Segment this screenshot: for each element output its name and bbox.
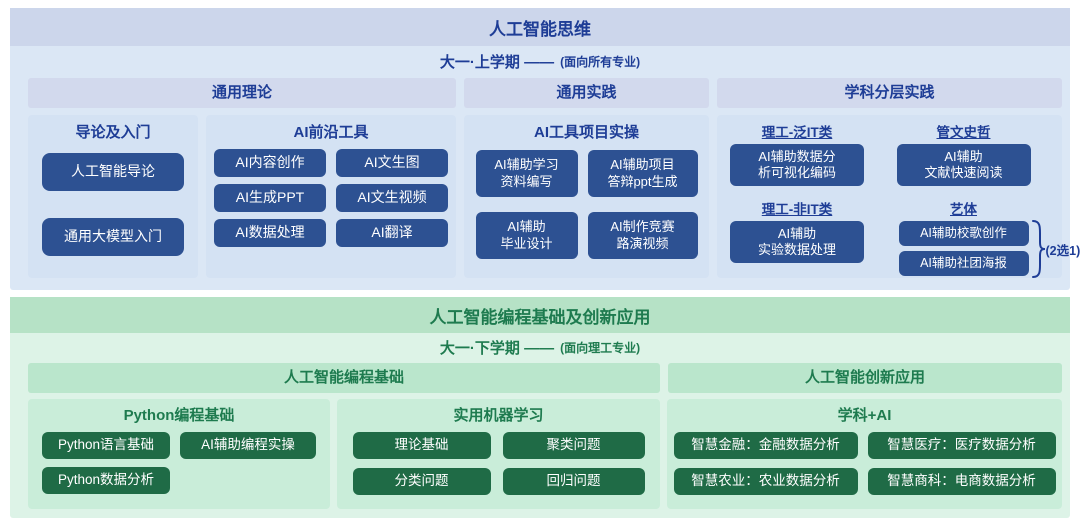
- group-label: 管文史哲: [936, 125, 991, 140]
- course-button: 智慧农业：农业数据分析: [673, 468, 858, 495]
- panel-title: AI工具项目实操: [533, 124, 639, 141]
- panel-python-basics: Python编程基础 Python语言基础 AI辅助编程实操 Python数据分…: [28, 399, 330, 509]
- audience-label: (面向理工专业): [560, 340, 641, 355]
- group-label: 理工-非IT类: [761, 202, 833, 217]
- column-header-general-practice: 通用实践: [464, 78, 709, 108]
- course-button: AI辅助项目 答辩ppt生成: [587, 150, 698, 197]
- column-headers: 人工智能编程基础 人工智能创新应用: [10, 361, 1070, 393]
- panel-intro: 导论及入门 人工智能导论 通用大模型入门: [28, 115, 198, 278]
- course-button: AI辅助编程实操: [180, 432, 316, 459]
- column-headers: 通用理论 通用实践 学科分层实践: [10, 76, 1070, 108]
- course-button: 理论基础: [352, 432, 491, 459]
- subject-grid: 智慧金融：金融数据分析 智慧医疗：医疗数据分析 智慧农业：农业数据分析 智慧商科…: [667, 432, 1062, 495]
- panels-row: Python编程基础 Python语言基础 AI辅助编程实操 Python数据分…: [10, 393, 1070, 509]
- audience-label: (面向所有专业): [560, 54, 641, 69]
- panel-title: Python编程基础: [123, 407, 235, 424]
- panel-project-practice: AI工具项目实操 AI辅助学习 资料编写 AI辅助项目 答辩ppt生成 AI辅助…: [464, 115, 709, 278]
- section-title-bar: 人工智能编程基础及创新应用: [10, 297, 1070, 333]
- course-button: 通用大模型入门: [42, 218, 184, 256]
- course-button: AI翻译: [336, 219, 448, 247]
- section-title: 人工智能编程基础及创新应用: [429, 307, 651, 327]
- panel-subject-plus-ai: 学科+AI 智慧金融：金融数据分析 智慧医疗：医疗数据分析 智慧农业：农业数据分…: [667, 399, 1062, 509]
- course-button: AI辅助学习 资料编写: [475, 150, 578, 197]
- course-button: AI文生图: [336, 149, 448, 177]
- section-ai-thinking: 人工智能思维 大一·上学期 —— (面向所有专业) 通用理论 通用实践 学科分层…: [10, 8, 1080, 290]
- group-label: 艺体: [950, 202, 977, 217]
- course-button: Python数据分析: [42, 467, 170, 494]
- semester-line: 大一·下学期 —— (面向理工专业): [10, 333, 1070, 361]
- section-title: 人工智能思维: [489, 19, 591, 39]
- course-button: AI辅助校歌创作: [898, 221, 1029, 246]
- group-stem-non-it: 理工-非IT类 AI辅助 实验数据处理: [723, 198, 871, 276]
- panel-frontier-tools: AI前沿工具 AI内容创作 AI文生图 AI生成PPT AI文生视频 AI数据处…: [206, 115, 456, 278]
- course-button: AI辅助 毕业设计: [475, 212, 578, 259]
- arts-options: AI辅助校歌创作 AI辅助社团海报 (2选1): [898, 220, 1080, 278]
- arts-buttons: AI辅助校歌创作 AI辅助社团海报: [898, 221, 1029, 276]
- panel-title: 实用机器学习: [453, 407, 544, 424]
- semester-label: 大一·上学期 ——: [439, 53, 555, 71]
- column-header-layered-practice: 学科分层实践: [717, 78, 1062, 108]
- brace-icon: [1031, 220, 1045, 278]
- course-button: AI数据处理: [214, 219, 326, 247]
- course-button: 智慧医疗：医疗数据分析: [867, 432, 1056, 459]
- course-button: AI制作竞赛 路演视频: [587, 212, 698, 259]
- course-button: AI辅助社团海报: [898, 251, 1029, 276]
- section-title-bar: 人工智能思维: [10, 8, 1070, 46]
- course-button: Python语言基础: [42, 432, 170, 459]
- practice-grid: AI辅助学习 资料编写 AI辅助项目 答辩ppt生成 AI辅助 毕业设计 AI制…: [464, 150, 709, 259]
- semester-label: 大一·下学期 ——: [439, 339, 555, 357]
- group-stem-pan-it: 理工-泛IT类 AI辅助数据分 析可视化编码: [723, 121, 871, 186]
- course-button: 人工智能导论: [42, 153, 184, 191]
- python-grid: Python语言基础 AI辅助编程实操 Python数据分析: [28, 432, 330, 494]
- panel-title: 导论及入门: [75, 124, 151, 141]
- column-header-programming-basics: 人工智能编程基础: [28, 363, 660, 393]
- tools-grid: AI内容创作 AI文生图 AI生成PPT AI文生视频 AI数据处理 AI翻译: [206, 149, 456, 247]
- course-button: AI辅助 文献快速阅读: [896, 144, 1031, 186]
- column-header-innovative-apps: 人工智能创新应用: [668, 363, 1062, 393]
- layered-grid: 理工-泛IT类 AI辅助数据分 析可视化编码 管文史哲 AI辅助 文献快速阅读 …: [723, 121, 1080, 278]
- panel-title: 学科+AI: [837, 407, 892, 424]
- course-button: 智慧金融：金融数据分析: [673, 432, 858, 459]
- course-button: 智慧商科：电商数据分析: [867, 468, 1056, 495]
- panel-machine-learning: 实用机器学习 理论基础 聚类问题 分类问题 回归问题: [337, 399, 660, 509]
- course-button: AI辅助 实验数据处理: [730, 221, 864, 263]
- course-button: AI文生视频: [336, 184, 448, 212]
- column-header-general-theory: 通用理论: [28, 78, 456, 108]
- choice-note: (2选1): [1045, 244, 1080, 258]
- course-button: 聚类问题: [502, 432, 645, 459]
- course-button: 回归问题: [502, 468, 645, 495]
- panels-row: 导论及入门 人工智能导论 通用大模型入门 AI前沿工具 AI内容创作 AI文生图…: [10, 108, 1080, 278]
- course-button: AI辅助数据分 析可视化编码: [730, 144, 864, 186]
- course-button: 分类问题: [352, 468, 491, 495]
- group-label: 理工-泛IT类: [761, 125, 833, 140]
- group-humanities: 管文史哲 AI辅助 文献快速阅读: [871, 121, 1056, 186]
- panel-layered-practice: 理工-泛IT类 AI辅助数据分 析可视化编码 管文史哲 AI辅助 文献快速阅读 …: [717, 115, 1080, 278]
- course-button: AI内容创作: [214, 149, 326, 177]
- ml-grid: 理论基础 聚类问题 分类问题 回归问题: [337, 432, 660, 495]
- group-arts-sports: 艺体 AI辅助校歌创作 AI辅助社团海报 (2选1): [871, 198, 1080, 278]
- panel-title: AI前沿工具: [293, 124, 369, 141]
- semester-line: 大一·上学期 —— (面向所有专业): [10, 46, 1070, 76]
- section-ai-programming: 人工智能编程基础及创新应用 大一·下学期 —— (面向理工专业) 人工智能编程基…: [10, 297, 1070, 518]
- course-button: AI生成PPT: [214, 184, 326, 212]
